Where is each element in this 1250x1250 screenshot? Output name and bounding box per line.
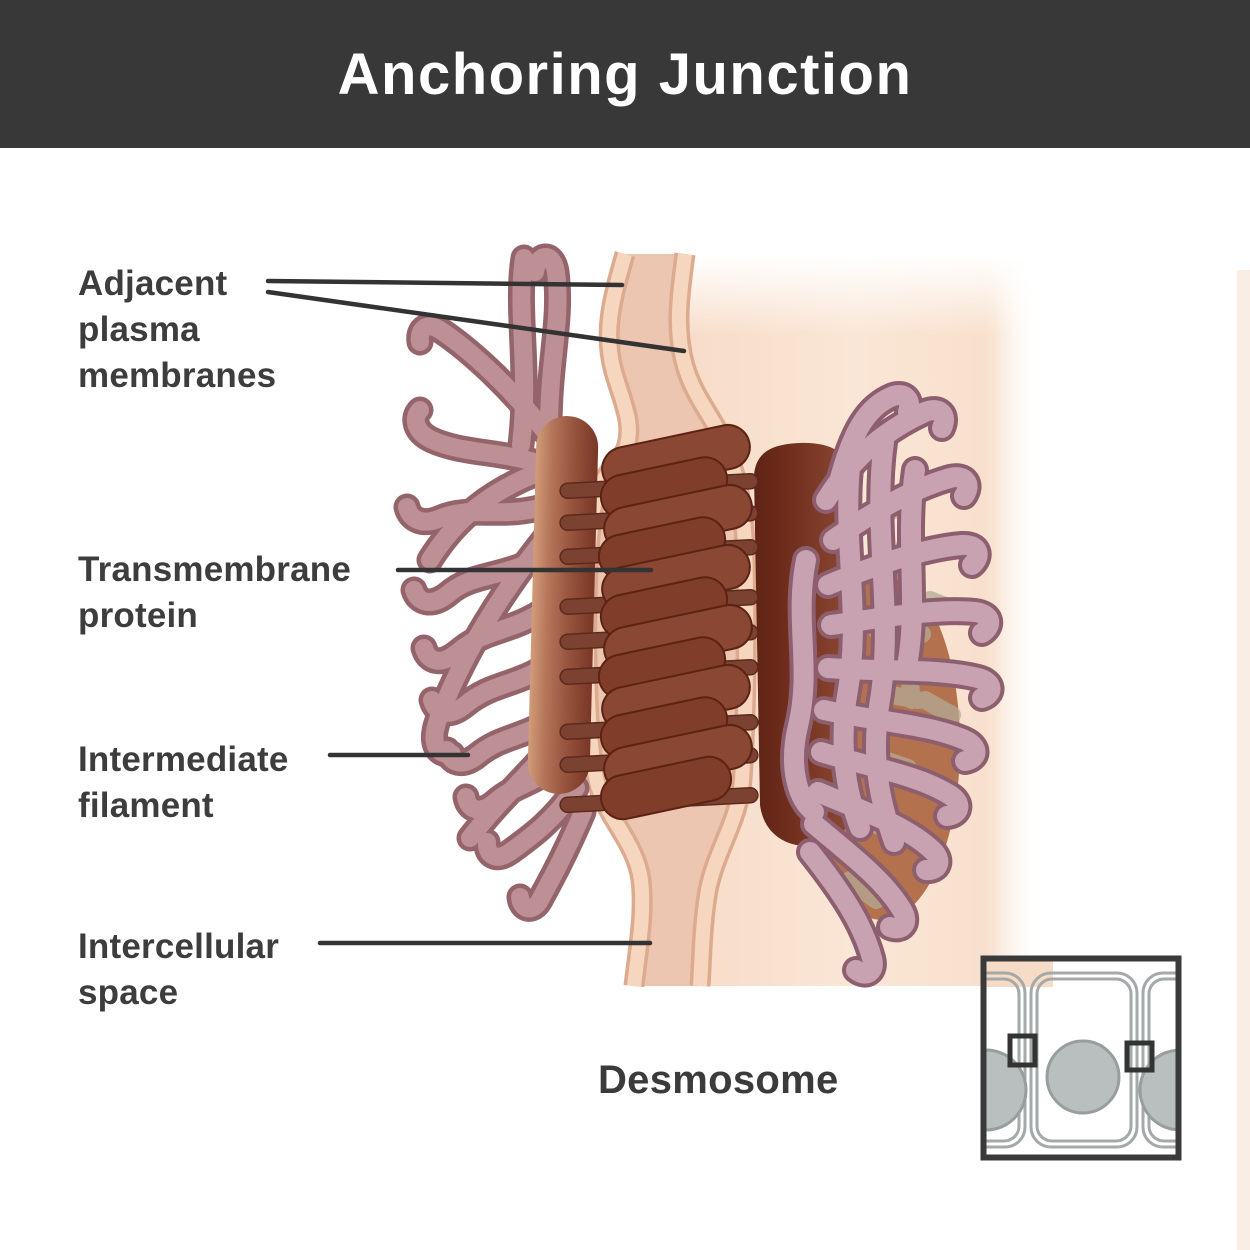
leader-adjacent-membrane-2	[265, 289, 687, 354]
label-intercellular-space: Intercellular space	[78, 927, 280, 1012]
label-intermediate-filament: Intermediate filament	[78, 740, 289, 825]
inset-border	[980, 955, 1182, 1161]
label-transmembrane-protein: Transmembrane protein	[78, 550, 351, 635]
label-adjacent-plasma-membranes: Adjacent plasma membranes	[78, 264, 277, 395]
inset-junction-markers	[1007, 1033, 1155, 1073]
page-title: Anchoring Junction	[337, 41, 913, 107]
transmembrane-protein-stack	[597, 423, 753, 821]
caption-desmosome: Desmosome	[598, 1058, 839, 1102]
leader-adjacent-membrane-1	[265, 278, 625, 288]
cell-junction-inset	[980, 955, 1182, 1161]
title-bar: Anchoring Junction	[0, 0, 1250, 148]
leader-lines	[265, 278, 687, 946]
inset-nuclei	[986, 1039, 1176, 1132]
right-edge-cell-strip	[1237, 270, 1250, 1250]
